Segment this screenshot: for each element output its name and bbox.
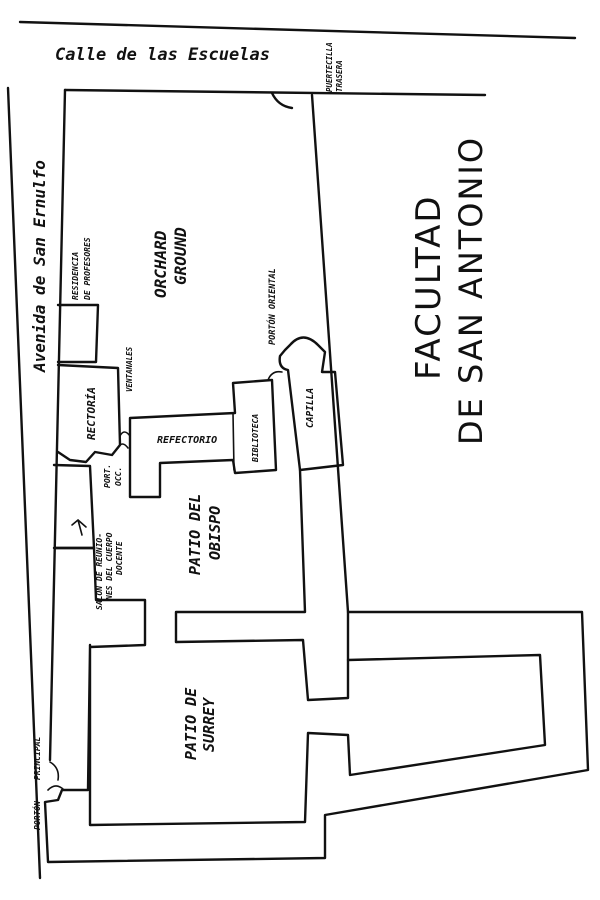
rear-gate-arc	[270, 91, 294, 110]
refectorio-biblioteca-block	[128, 378, 278, 499]
porton-principal-label-2: PRINCIPAL	[33, 736, 42, 780]
trasera-label: TRASERA	[335, 60, 344, 92]
east-wall	[310, 93, 350, 614]
patio-obispo-wall	[174, 468, 307, 644]
residencia-label-2: DE PROFESORES	[83, 237, 92, 301]
puertecilla-label: PUERTECILLA	[325, 42, 334, 92]
avenida-right-line	[48, 88, 67, 762]
rectoria-block	[56, 363, 122, 464]
patio-obispo-label-2: OBISPO	[206, 506, 224, 560]
facultad-label-2: DE SAN ANTONIO	[452, 136, 490, 445]
patio-obispo-label-1: PATIO DEL	[186, 494, 204, 575]
porton-principal-label-1: PORTÓN	[31, 801, 42, 830]
rectoria-label: RECTORÍA	[85, 387, 98, 440]
orchard-label-1: ORCHARD	[151, 230, 170, 298]
patio-surrey-label-2: SURREY	[200, 697, 218, 752]
residencia-label-1: RESIDENCIA	[71, 252, 80, 300]
street-calle-label: Calle de las Escuelas	[55, 45, 270, 65]
porton-oriental-label: PORTÓN ORIENTAL	[266, 268, 278, 345]
street-avenida-label: Avenida de San Ernulfo	[30, 160, 49, 373]
main-building-outer	[43, 546, 590, 864]
biblioteca-label: BIBLIOTECA	[251, 414, 260, 463]
ventanal-arcs	[117, 431, 131, 449]
capilla-label: CAPILLA	[305, 388, 316, 428]
capilla-block	[278, 336, 345, 472]
port-occ-label-2: OCC.	[114, 467, 123, 486]
residencia-block	[56, 303, 100, 364]
calle-top-line	[18, 20, 577, 40]
orchard-label-2: GROUND	[171, 227, 190, 285]
biblioteca-divider	[232, 412, 235, 471]
salon-label-2: NES DEL CUERPO	[105, 532, 114, 601]
refectorio-label: REFECTORIO	[157, 435, 217, 446]
salon-arrow	[71, 519, 87, 536]
salon-label-3: DOCENTE	[115, 541, 124, 576]
patio-surrey-label-1: PATIO DE	[182, 687, 200, 760]
facultad-label-1: FACULTAD	[409, 194, 449, 380]
salon-block	[52, 463, 96, 550]
porton-principal-arc	[47, 761, 65, 791]
avenida-left-line	[6, 86, 42, 880]
porton-oriental-arc	[267, 370, 283, 381]
salon-label-1: SALÓN DE REUNIO-	[93, 533, 104, 610]
port-occ-label-1: PORT.	[103, 464, 112, 488]
calle-bottom-line	[63, 88, 487, 97]
surrey-inner-wall	[174, 638, 350, 702]
ventanales-label: VENTANALES	[125, 346, 134, 392]
